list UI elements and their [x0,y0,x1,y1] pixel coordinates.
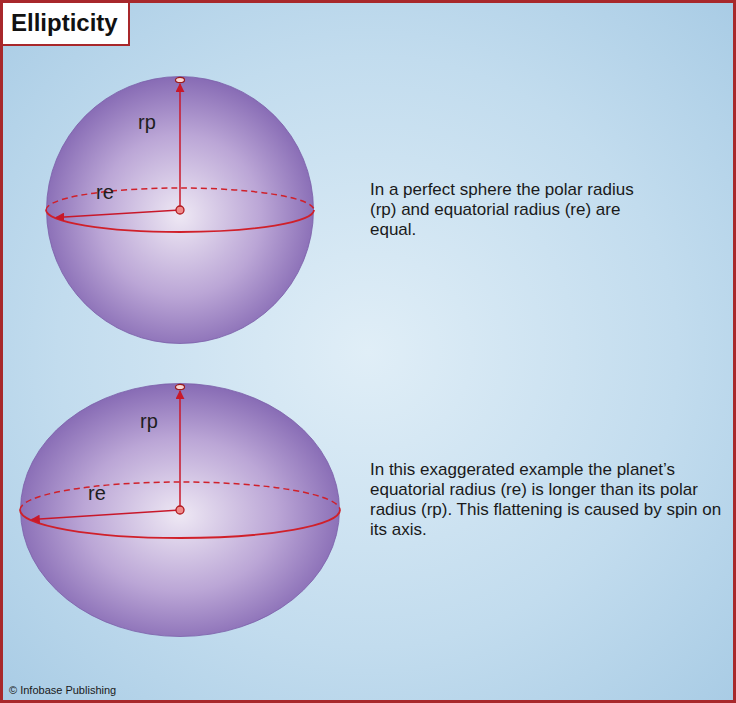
description-text: In a perfect sphere the polar radius (rp… [370,180,645,240]
sphere-drawing [20,383,340,637]
planet-sphere: rp re [46,76,314,344]
polar-radius-arrow [179,84,181,210]
polar-radius-arrow [179,391,181,510]
center-point [176,206,184,214]
radius-label: rp [138,110,156,134]
pole-marker [176,384,185,389]
copyright-note: © Infobase Publishing [9,684,116,697]
center-point [176,506,184,514]
radius-label: re [88,481,106,505]
description-text: In this exaggerated example the planet’s… [370,460,725,540]
pole-marker [176,77,185,82]
sphere-drawing [46,76,314,344]
radius-label: rp [140,409,158,433]
equatorial-radius-arrow [32,510,180,520]
equatorial-radius-arrow [56,210,180,218]
title: Ellipticity [3,3,130,46]
sphere-body [21,384,340,637]
radius-label: re [96,180,114,204]
planet-sphere: rp re [20,383,340,637]
sphere-body [47,77,314,344]
